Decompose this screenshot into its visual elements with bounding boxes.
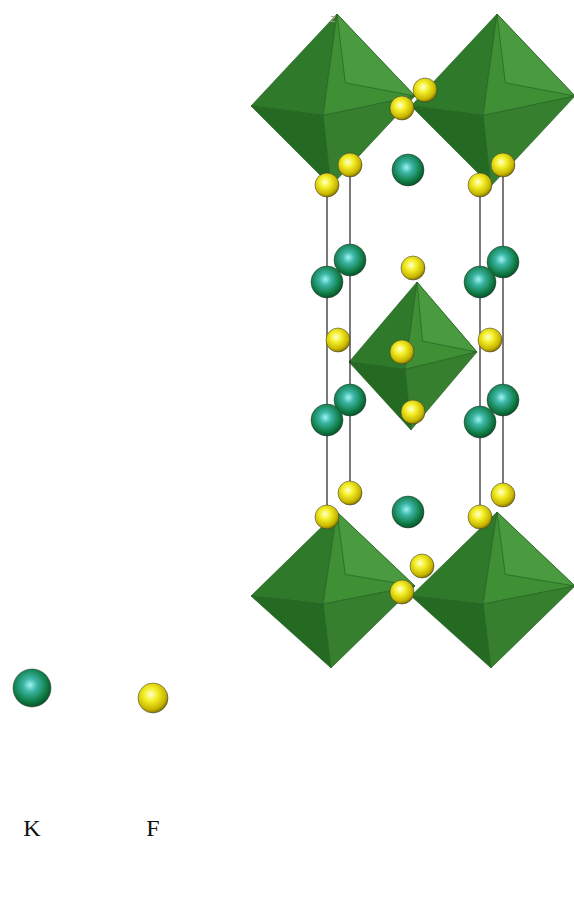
potassium-atom xyxy=(464,266,496,298)
octahedron-face xyxy=(349,282,417,369)
octahedron-face xyxy=(251,14,337,115)
axis-label: z xyxy=(330,12,336,25)
octahedron-face xyxy=(411,14,497,115)
octahedron-face xyxy=(251,106,331,186)
fluorine-atom xyxy=(338,481,362,505)
fluorine-atom xyxy=(468,173,492,197)
fluorine-atom xyxy=(468,505,492,529)
fluorine-atom xyxy=(338,153,362,177)
unit-cell-edge xyxy=(502,165,503,497)
octahedron-face xyxy=(411,596,491,668)
fluorine-atom xyxy=(315,505,339,529)
octahedron xyxy=(411,14,574,186)
octahedron-face xyxy=(497,14,574,96)
potassium-atom xyxy=(392,154,424,186)
fluorine-atom xyxy=(390,580,414,604)
legend-label: K xyxy=(23,815,40,842)
fluorine-sample xyxy=(138,683,168,713)
fluorine-atom xyxy=(491,153,515,177)
potassium-atom xyxy=(311,404,343,436)
fluorine-atom xyxy=(401,256,425,280)
potassium-atom xyxy=(392,496,424,528)
fluorine-atom xyxy=(491,483,515,507)
fluorine-atom xyxy=(478,328,502,352)
octahedron-face xyxy=(337,14,415,96)
fluorine-atom xyxy=(413,78,437,102)
fluorine-atom xyxy=(390,340,414,364)
unit-cell-edge xyxy=(349,165,350,497)
fluorine-atom xyxy=(315,173,339,197)
octahedron xyxy=(349,282,477,430)
octahedron xyxy=(411,512,574,668)
fluorine-atom xyxy=(410,554,434,578)
octahedron xyxy=(251,14,415,186)
unit-cell-edge xyxy=(326,185,327,517)
potassium-atom xyxy=(311,266,343,298)
octahedron-face xyxy=(483,586,574,668)
potassium-sample xyxy=(13,669,51,707)
octahedron-face xyxy=(251,596,331,668)
octahedron-face xyxy=(483,96,574,186)
octahedron xyxy=(251,512,415,668)
octahedron-face xyxy=(497,512,574,586)
potassium-atom xyxy=(464,406,496,438)
fluorine-atom xyxy=(326,328,350,352)
legend-label: F xyxy=(146,815,159,842)
fluorine-atom xyxy=(401,400,425,424)
unit-cell-edge xyxy=(479,185,480,517)
fluorine-atom xyxy=(390,96,414,120)
